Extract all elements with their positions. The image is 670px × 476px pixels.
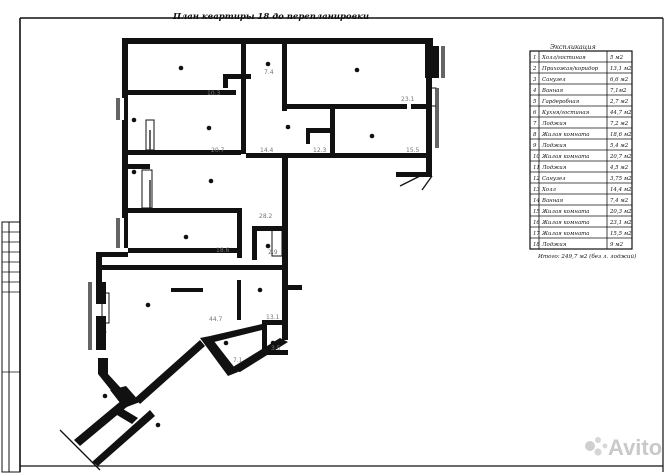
table-cell-area: 18,6 м2 xyxy=(610,132,632,138)
table-cell-area: 20,3 м2 xyxy=(609,209,632,215)
table-cell-name: Лоджия xyxy=(541,143,567,149)
table-cell-name: Лоджия xyxy=(541,242,567,248)
table-cell-number: 8 xyxy=(533,132,537,138)
table-cell-area: 6,6 м2 xyxy=(610,77,629,83)
room-label: 15.5 xyxy=(406,147,420,154)
table-cell-area: 44,7 м2 xyxy=(609,110,632,116)
table-cell-number: 17 xyxy=(533,231,540,237)
table-cell-area: 13,1 м2 xyxy=(610,66,632,72)
room-label: 12.3 xyxy=(313,147,327,154)
table-cell-area: 2,7 м2 xyxy=(609,99,629,105)
plan-title: План квартиры 18 до перепланировки xyxy=(172,12,369,22)
table-cell-name: Жилая комната xyxy=(541,154,589,160)
room-label: 10.3 xyxy=(207,90,221,97)
table-cell-area: 7,4 м2 xyxy=(610,198,629,204)
table-footer: Итого: 249,7 м2 (без л. лоджий) xyxy=(537,253,636,260)
table-cell-name: Лоджия xyxy=(541,165,567,171)
table-cell-number: 4 xyxy=(532,88,537,94)
table-cell-number: 13 xyxy=(533,187,540,193)
table-cell-number: 11 xyxy=(533,165,540,171)
table-cell-name: Лоджия xyxy=(541,121,567,127)
explication-table: Экспликация 1 Холл/гостиная 5 м2 2 Прихожая/… xyxy=(529,43,636,260)
walls xyxy=(96,38,439,374)
room-label: 18.6 xyxy=(216,247,230,254)
room-label: 23.1 xyxy=(401,96,415,103)
table-cell-number: 10 xyxy=(533,154,540,160)
table-cell-name: Ванная xyxy=(541,198,563,204)
room-label: 3.5 xyxy=(271,345,281,352)
table-cell-name: Гардеробная xyxy=(541,98,580,105)
side-stamp xyxy=(1,221,21,473)
table-cell-number: 16 xyxy=(533,220,540,226)
table-cell-name: Жилая комната xyxy=(541,209,589,215)
room-label: 7.1 xyxy=(233,357,243,364)
table-cell-name: Прихожая/коридор xyxy=(541,66,599,72)
table-cell-number: 7 xyxy=(533,121,537,127)
table-cell-number: 12 xyxy=(533,176,540,182)
room-label: 2.9 xyxy=(268,249,278,256)
table-cell-area: 7,1м2 xyxy=(610,88,627,94)
room-labels: 10.3 7.4 23.1 20.7 14.4 12.3 15.5 28.2 1… xyxy=(207,69,420,364)
table-cell-area: 20,7 м2 xyxy=(609,154,632,160)
table-cell-area: 5 м2 xyxy=(610,55,624,61)
watermark-logo-icon xyxy=(585,437,608,456)
table-cell-area: 23,1 м2 xyxy=(609,220,632,226)
watermark: Avito xyxy=(585,435,662,460)
table-cell-number: 3 xyxy=(533,77,537,83)
table-cell-area: 5,4 м2 xyxy=(610,143,629,149)
table-cell-name: Жилая комната xyxy=(541,132,589,138)
room-label: 28.2 xyxy=(259,213,273,220)
table-cell-area: 3,75 м2 xyxy=(610,176,632,182)
table-cell-area: 15,5 м2 xyxy=(610,231,632,237)
room-label: 20.7 xyxy=(211,147,225,154)
diagonal-walls xyxy=(74,324,288,466)
table-cell-name: Санузел xyxy=(542,77,566,83)
table-cell-number: 9 xyxy=(533,143,537,149)
table-cell-area: 14,4 м2 xyxy=(610,187,632,193)
room-label: 13.1 xyxy=(266,314,280,321)
watermark-text: Avito xyxy=(608,435,662,460)
table-cell-number: 2 xyxy=(532,66,537,72)
table-cell-name: Холл/гостиная xyxy=(541,55,586,61)
table-cell-name: Санузел xyxy=(542,176,566,182)
table-cell-name: Холл xyxy=(541,187,557,193)
table-title: Экспликация xyxy=(550,43,596,51)
table-cell-number: 15 xyxy=(533,209,540,215)
room-label: 14.4 xyxy=(260,147,274,154)
table-cell-number: 14 xyxy=(533,198,540,204)
table-cell-area: 9 м2 xyxy=(610,242,624,248)
room-label: 44.7 xyxy=(209,316,223,323)
room-markers xyxy=(101,61,375,428)
table-cell-area: 7,2 м2 xyxy=(610,121,629,127)
table-cell-number: 6 xyxy=(533,110,537,116)
table-cell-name: Ванная xyxy=(541,88,563,94)
table-cell-number: 18 xyxy=(533,242,540,248)
table-cell-number: 1 xyxy=(533,55,536,61)
table-cell-number: 5 xyxy=(533,99,537,105)
table-cell-name: Жилая комната xyxy=(541,231,589,237)
room-label: 7.4 xyxy=(264,69,274,76)
window-lines xyxy=(59,46,445,471)
table-rows: 1 Холл/гостиная 5 м2 2 Прихожая/коридор 13,1 … xyxy=(530,55,632,248)
table-cell-area: 4,5 м2 xyxy=(609,165,629,171)
table-cell-name: Кухня/гостиная xyxy=(541,110,590,116)
table-cell-name: Жилая комната xyxy=(541,220,589,226)
